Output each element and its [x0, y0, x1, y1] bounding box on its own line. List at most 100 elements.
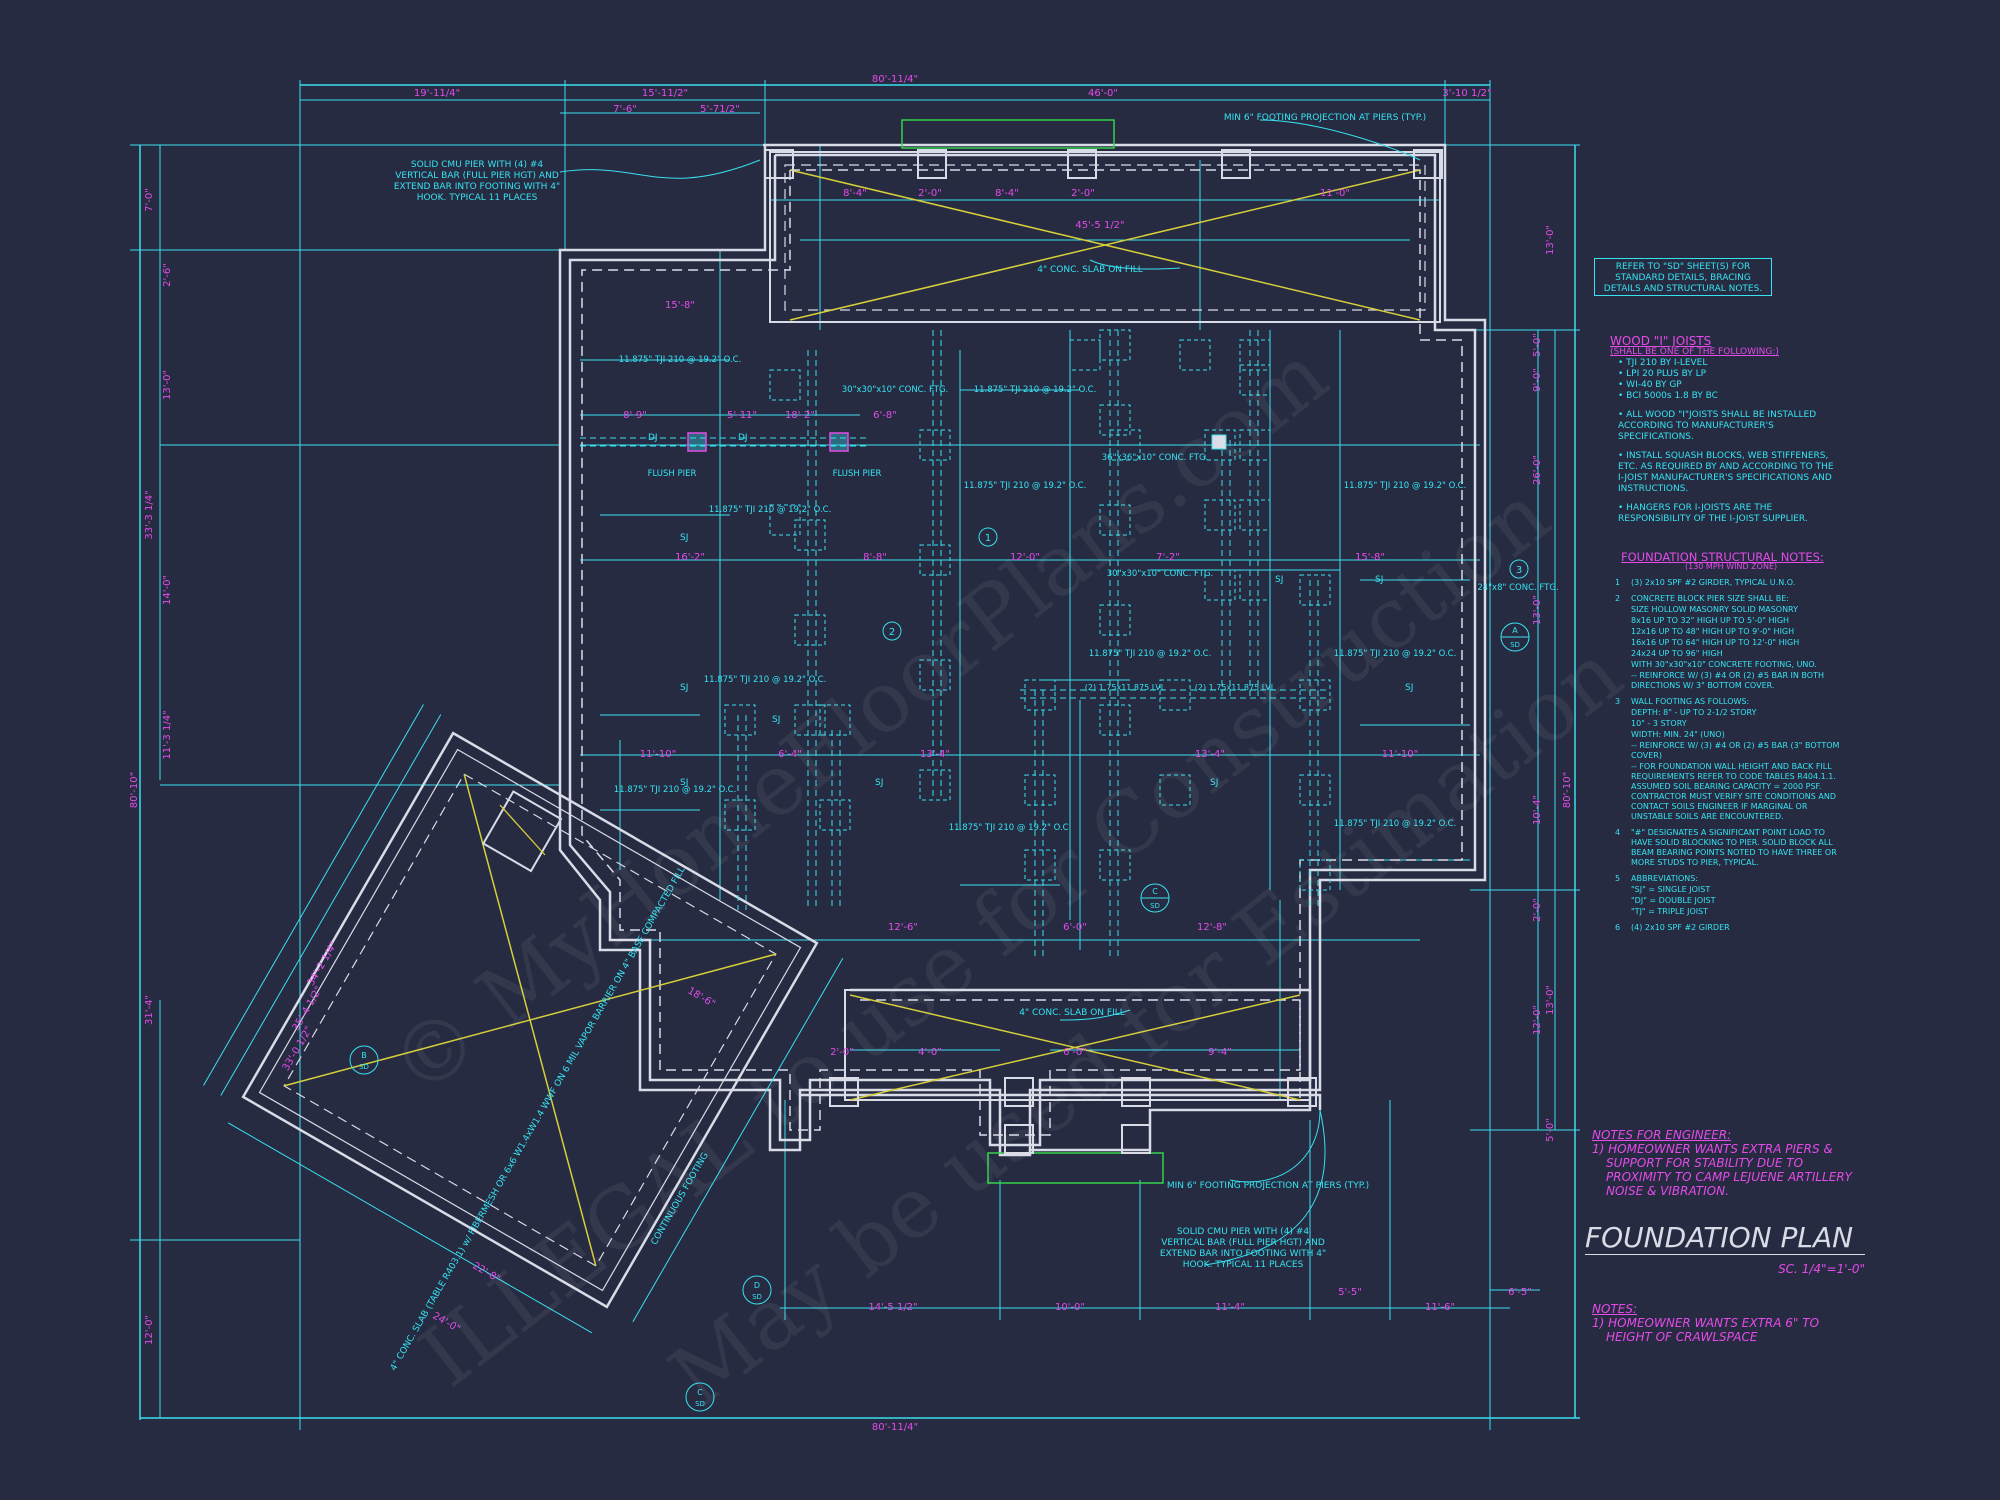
dim-inner-11: 16'-2" [675, 552, 705, 563]
dim-inner-20: 11'-10" [640, 749, 676, 760]
structural-note-number [1615, 907, 1631, 917]
structural-note-text: DEPTH: 8" - UP TO 2-1/2 STORY [1631, 708, 1757, 717]
dj-label-2: DJ [738, 433, 748, 443]
leader-lines [559, 119, 1421, 1266]
dim-right-2: 9'-0" [1532, 368, 1543, 392]
structural-note-number: 5 [1615, 874, 1621, 883]
tag-b: B [361, 1051, 367, 1060]
lvl-label: (2) 1.75x11.875 LVL [1085, 683, 1166, 692]
joist-label-4: 11.875" TJI 210 @ 19.2" O.C. [1344, 481, 1467, 491]
structural-note-text: -- REINFORCE W/ (3) #4 OR (2) #5 BAR (3"… [1631, 741, 1840, 760]
pier-callout-bottom: SOLID CMU PIER WITH (4) #4 VERTICAL BAR … [1159, 1227, 1327, 1270]
structural-note-20: 6(4) 2x10 SPF #2 GIRDER [1615, 923, 1840, 933]
dim-inner-6: 15'-8" [665, 300, 695, 311]
slab-top: 4" CONC. SLAB ON FILL [1037, 265, 1143, 275]
dim-inner-13: 12'-0" [1010, 552, 1040, 563]
sj-label-6: SJ [1210, 778, 1218, 788]
structural-note-number [1615, 605, 1631, 615]
structural-note-3: 8x16 UP TO 32" HIGH UP TO 5'-0" HIGH [1615, 616, 1840, 626]
dim-left-10: 35'-4 1/2" [291, 985, 325, 1033]
structural-note-number [1615, 649, 1631, 659]
dim-inner-23: 12'-8" [1197, 922, 1227, 933]
tag-b-sub: SD [359, 1063, 369, 1071]
tag-1: 1 [985, 533, 991, 544]
structural-note-text: -- REINFORCE W/ (3) #4 OR (2) #5 BAR IN … [1631, 671, 1824, 690]
structural-notes-heading: FOUNDATION STRUCTURAL NOTES: [1621, 550, 1824, 564]
page-title: FOUNDATION PLAN [1585, 1222, 1865, 1255]
dim-bottom-1: 14'-5 1/2" [868, 1302, 917, 1313]
dim-inner-25: 6'-0" [1063, 1047, 1087, 1058]
dim-inner-9: 18'-2" [785, 410, 815, 421]
structural-note-8: -- REINFORCE W/ (3) #4 OR (2) #5 BAR IN … [1615, 671, 1840, 691]
structural-note-number [1615, 627, 1631, 637]
footing-projection-top: MIN 6" FOOTING PROJECTION AT PIERS (TYP.… [1224, 113, 1426, 123]
structural-note-text: WIDTH: MIN. 24" (UNO) [1631, 730, 1725, 739]
structural-note-number: 3 [1615, 697, 1621, 706]
dim-top-3: 46'-0" [1088, 88, 1118, 99]
tag-d-sub: SD [752, 1293, 762, 1301]
dim-inner-5: 11'-0" [1320, 188, 1350, 199]
dim-left-2: 13'-0" [162, 370, 173, 400]
dim-right-5: 80'-10" [1562, 772, 1573, 808]
footing-label-30b: 30"x30"x10" CONC. FTG. [1107, 569, 1213, 579]
sj-label-3: SJ [680, 778, 688, 788]
dj-label-1: DJ [648, 433, 658, 443]
structural-note-text: SIZE HOLLOW MASONRY SOLID MASONRY [1631, 605, 1798, 614]
structural-note-4: 12x16 UP TO 48" HIGH UP TO 9'-0" HIGH [1615, 627, 1840, 637]
structural-note-text: CONCRETE BLOCK PIER SIZE SHALL BE: [1631, 594, 1789, 603]
structural-note-number: 6 [1615, 923, 1621, 932]
wood-joists-item-1: • TJI 210 BY I-LEVEL [1618, 358, 1708, 368]
joist-label-11: 11.875" TJI 210 @ 19.2" O.C. [1334, 819, 1457, 829]
dim-bottom-5: 11'-6" [1425, 1302, 1455, 1313]
flush-pier-left: FLUSH PIER [648, 469, 697, 479]
engineer-notes-heading: NOTES FOR ENGINEER: [1592, 1128, 1732, 1142]
joist-label-6: 11.875" TJI 210 @ 19.2" O.C. [704, 675, 827, 685]
structural-note-number [1615, 671, 1631, 691]
joist-label-3: 11.875" TJI 210 @ 19.2" O.C. [964, 481, 1087, 491]
lvl-label-2: (2) 1.75x11.875 LVL [1195, 683, 1276, 692]
tag-d: D [754, 1281, 760, 1290]
structural-note-number [1615, 885, 1631, 895]
wood-joists-item-2: • LPI 20 PLUS BY LP [1618, 369, 1707, 379]
dim-left-9: 34'-2 1/4" [306, 940, 340, 988]
structural-notes-list: 1(3) 2x10 SPF #2 GIRDER, TYPICAL U.N.O. 2… [1615, 578, 1840, 933]
wood-joists-item-4: • BCI 5000s 1.8 BY BC [1618, 391, 1718, 401]
structural-note-13: -- REINFORCE W/ (3) #4 OR (2) #5 BAR (3"… [1615, 741, 1840, 761]
dim-inner-18: 6'-4" [778, 749, 802, 760]
structural-note-6: 24x24 UP TO 96" HIGH [1615, 649, 1840, 659]
dim-left-7: 31'-4" [144, 995, 155, 1025]
structural-note-number [1615, 708, 1631, 718]
tag-a-sub: SD [1510, 641, 1520, 649]
structural-note-11: 10" - 3 STORY [1615, 719, 1840, 729]
joist-label-9: 11.875" TJI 210 @ 19.2" O.C. [614, 785, 737, 795]
foundation-walls [203, 119, 1487, 1334]
joist-label-10: 11.875" TJI 210 @ 19.2" O.C. [949, 823, 1072, 833]
sj-label-9: SJ [772, 715, 780, 725]
engineer-notes-line-2: SUPPORT FOR STABILITY DUE TO [1606, 1156, 1804, 1170]
dim-right-8: 13'-0" [1545, 985, 1556, 1015]
structural-note-0: 1(3) 2x10 SPF #2 GIRDER, TYPICAL U.N.O. [1615, 578, 1840, 588]
dim-left-4: 14'-0" [162, 575, 173, 605]
sj-label-1: SJ [680, 533, 688, 543]
dim-top-5: 7'-6" [613, 104, 637, 115]
section-tags: 1 2 3 A SD C SD B SD D SD C SD [349, 527, 1530, 1412]
structural-note-text: 8x16 UP TO 32" HIGH UP TO 5'-0" HIGH [1631, 616, 1790, 625]
tag-c: C [1152, 887, 1158, 896]
dim-inner-7: 8'-9" [623, 410, 647, 421]
structural-note-text: "SJ" = SINGLE JOIST [1631, 885, 1711, 894]
dim-left-0: 7'-0" [144, 188, 155, 212]
dim-inner-21: 12'-6" [888, 922, 918, 933]
dim-inner-17: 11'-10" [1382, 749, 1418, 760]
notes-heading: NOTES: [1592, 1302, 1637, 1316]
structural-note-17: "SJ" = SINGLE JOIST [1615, 885, 1840, 895]
joist-label-7: 11.875" TJI 210 @ 19.2" O.C. [1089, 649, 1212, 659]
structural-note-number [1615, 616, 1631, 626]
dim-top-6: 5'-71/2" [700, 104, 740, 115]
dim-inner-19: 13'-4" [920, 749, 950, 760]
structural-note-text: "TJ" = TRIPLE JOIST [1631, 907, 1709, 916]
dim-right-0: 13'-0" [1545, 225, 1556, 255]
structural-note-text: 12x16 UP TO 48" HIGH UP TO 9'-0" HIGH [1631, 627, 1795, 636]
tag-2: 2 [889, 627, 895, 638]
